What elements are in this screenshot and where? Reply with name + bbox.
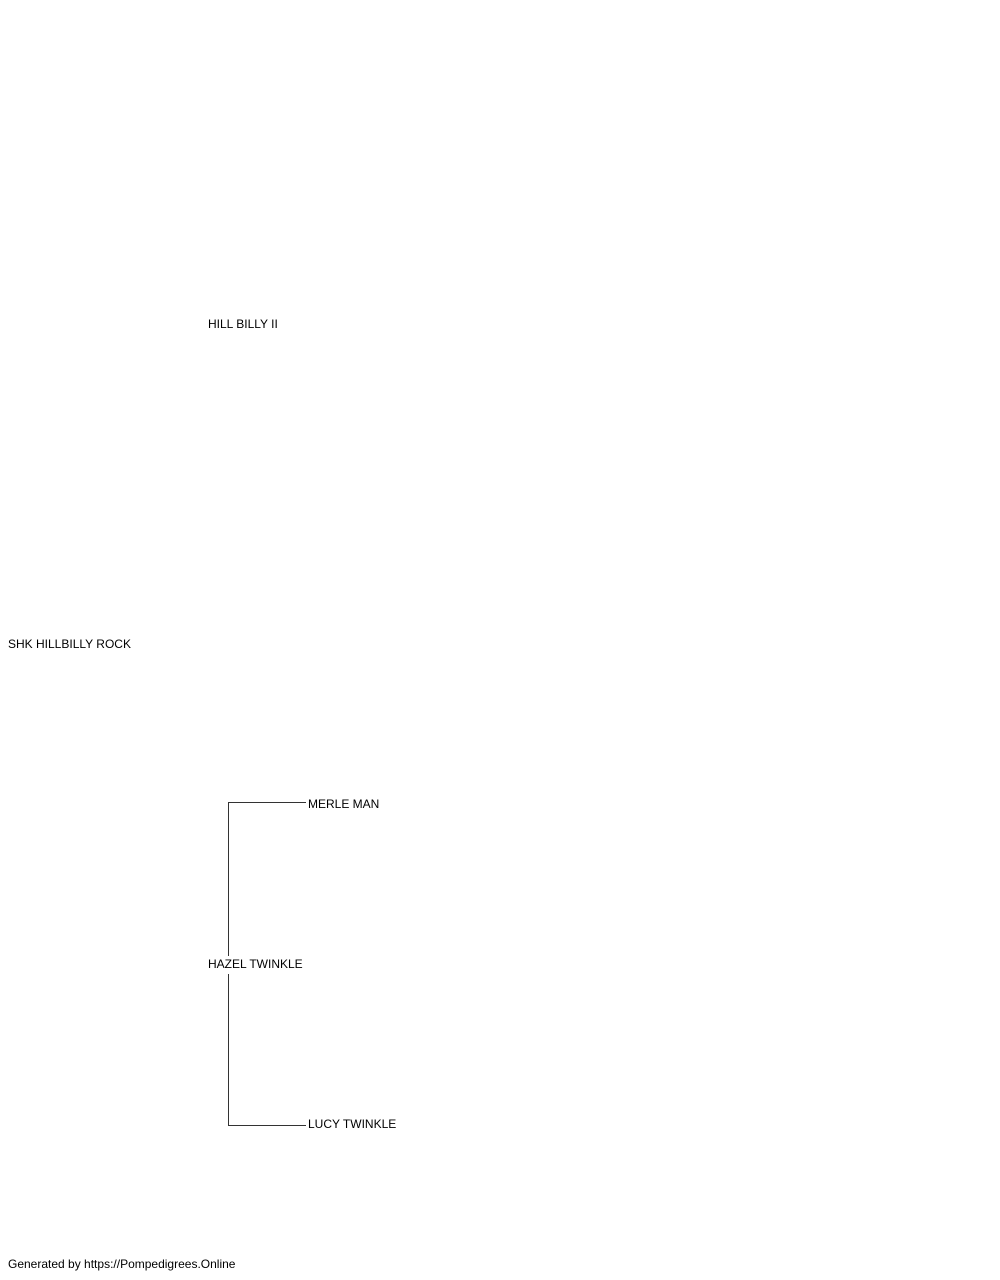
pedigree-subject-name: SHK HILLBILLY ROCK xyxy=(8,637,131,651)
connector-dam-to-dam-sire xyxy=(228,802,306,956)
pedigree-dam-name: HAZEL TWINKLE xyxy=(208,957,303,971)
pedigree-dam-dam-name: LUCY TWINKLE xyxy=(308,1117,397,1131)
pedigree-dam-sire-name: MERLE MAN xyxy=(308,797,380,811)
pedigree-sire-name: HILL BILLY II xyxy=(208,317,278,331)
connector-dam-to-dam-dam xyxy=(228,974,306,1126)
generated-by-footer: Generated by https://Pompedigrees.Online xyxy=(8,1257,236,1271)
